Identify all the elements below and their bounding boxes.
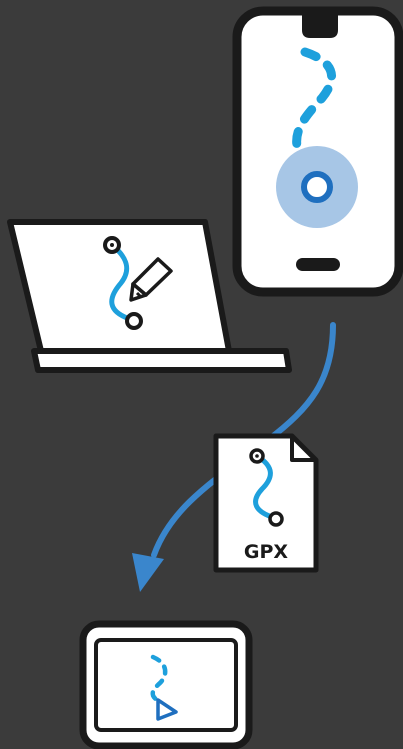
route-icon	[103, 236, 143, 330]
file-fold	[290, 436, 316, 462]
smartphone-icon	[232, 6, 403, 297]
phone-home-button	[296, 258, 340, 271]
navigation-arrow-icon	[156, 698, 178, 721]
route-icon	[249, 448, 284, 527]
laptop-base	[31, 348, 292, 373]
location-marker-icon	[276, 146, 358, 228]
device-screen	[94, 638, 238, 732]
phone-notch	[302, 15, 338, 38]
route-end-point	[268, 511, 284, 527]
arrowhead	[132, 553, 164, 592]
location-ring	[301, 171, 333, 203]
file-page	[213, 433, 319, 573]
laptop-icon	[7, 219, 292, 373]
gps-device-icon	[79, 620, 253, 749]
pencil-icon	[129, 257, 173, 302]
route-icon	[292, 47, 336, 180]
route-icon	[150, 654, 168, 703]
gpx-file-label: GPX	[244, 541, 289, 563]
route-end-point	[125, 312, 143, 330]
gpx-file-icon: GPX	[213, 433, 319, 573]
